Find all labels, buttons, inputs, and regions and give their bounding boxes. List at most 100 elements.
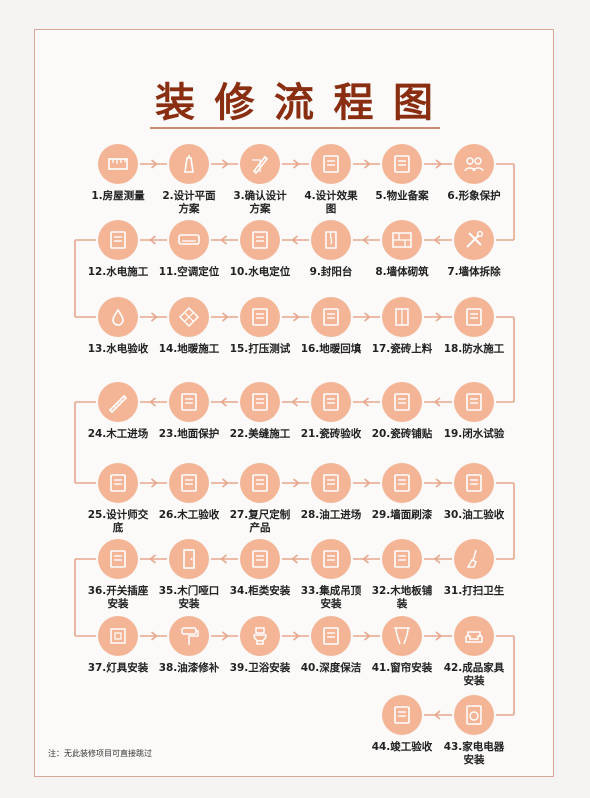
step-icon-circle bbox=[98, 220, 138, 260]
step-node: 15.打压测试 bbox=[218, 297, 302, 387]
step-label: 43.家电电器 安装 bbox=[443, 741, 505, 766]
step-icon-circle bbox=[98, 539, 138, 579]
connector-arrow bbox=[433, 554, 441, 564]
step-label: 30.油工验收 bbox=[443, 509, 505, 521]
connector-arrow bbox=[364, 631, 371, 641]
step-icon-circle bbox=[454, 616, 494, 656]
title-char: 流 bbox=[274, 79, 316, 126]
curtain-icon bbox=[394, 627, 410, 645]
step-node: 3.确认设计 方案 bbox=[218, 144, 302, 234]
footnote: 注：无此装修项目可直接跳过 bbox=[48, 749, 152, 758]
step-node: 36.开关插座 安装 bbox=[76, 539, 160, 629]
title-char: 装 bbox=[155, 79, 197, 126]
connector-arrow bbox=[293, 159, 300, 169]
cabinet-icon bbox=[252, 550, 268, 568]
step-node: 33.集成吊顶 安装 bbox=[289, 539, 373, 629]
step-icon-circle bbox=[454, 144, 494, 184]
connector-arrow bbox=[220, 554, 227, 564]
connector-arrow bbox=[362, 554, 369, 564]
step-label: 23.地面保护 bbox=[158, 428, 220, 440]
step-node: 23.地面保护 bbox=[147, 382, 231, 472]
step-node: 13.水电验收 bbox=[76, 297, 160, 387]
connector-arrow bbox=[433, 710, 441, 720]
step-label: 27.复尺定制 产品 bbox=[229, 509, 291, 534]
step-node: 24.木工进场 bbox=[76, 382, 160, 472]
step-icon-circle bbox=[311, 220, 351, 260]
step-icon-circle bbox=[454, 463, 494, 503]
page-title: 装 修 流 程 图 bbox=[155, 74, 435, 126]
saw-icon bbox=[108, 394, 128, 414]
tile-icon bbox=[395, 308, 409, 326]
step-label: 7.墙体拆除 bbox=[447, 266, 501, 278]
step-node: 11.空调定位 bbox=[147, 220, 231, 310]
window-icon bbox=[325, 231, 337, 249]
step-icon-circle bbox=[311, 539, 351, 579]
step-icon-circle bbox=[240, 297, 280, 337]
step-icon-circle bbox=[169, 463, 209, 503]
cleaning-icon bbox=[323, 627, 339, 645]
connector-arrow bbox=[362, 397, 369, 407]
step-label: 25.设计师交 底 bbox=[87, 509, 149, 534]
checklist-icon bbox=[181, 474, 197, 492]
step-label: 29.墙面刷漆 bbox=[371, 509, 433, 521]
step-icon-circle bbox=[311, 382, 351, 422]
step-label: 3.确认设计 方案 bbox=[233, 190, 287, 215]
step-label: 41.窗帘安装 bbox=[371, 662, 433, 674]
paint-check-icon bbox=[466, 474, 482, 492]
pressure-test-icon bbox=[252, 308, 268, 326]
step-label: 13.水电验收 bbox=[87, 343, 149, 355]
step-label: 17.瓷砖上料 bbox=[371, 343, 433, 355]
air-conditioner-icon bbox=[178, 234, 200, 245]
step-icon-circle bbox=[382, 463, 422, 503]
toilet-icon bbox=[253, 627, 267, 645]
step-node: 4.设计效果 图 bbox=[289, 144, 373, 234]
step-label: 22.美缝施工 bbox=[229, 428, 291, 440]
connector-arrow bbox=[435, 312, 443, 322]
step-label: 37.灯具安装 bbox=[87, 662, 149, 674]
step-label: 40.深度保洁 bbox=[300, 662, 362, 674]
step-icon-circle bbox=[311, 297, 351, 337]
tools-icon bbox=[466, 230, 484, 248]
connector-arrow bbox=[291, 235, 298, 245]
step-node: 28.油工进场 bbox=[289, 463, 373, 553]
step-label: 15.打压测试 bbox=[229, 343, 291, 355]
step-label: 31.打扫卫生 bbox=[443, 585, 505, 597]
step-node: 17.瓷砖上料 bbox=[360, 297, 444, 387]
title-char: 图 bbox=[393, 79, 435, 126]
step-label: 5.物业备案 bbox=[375, 190, 429, 202]
connector-arrow bbox=[151, 159, 158, 169]
step-node: 29.墙面刷漆 bbox=[360, 463, 444, 553]
step-node: 34.柜类安装 bbox=[218, 539, 302, 629]
step-icon-circle bbox=[454, 297, 494, 337]
title-underline bbox=[150, 127, 440, 129]
step-icon-circle bbox=[240, 539, 280, 579]
step-icon-circle bbox=[382, 144, 422, 184]
connector-arrow bbox=[433, 235, 441, 245]
step-node: 20.瓷砖铺贴 bbox=[360, 382, 444, 472]
step-icon-circle bbox=[240, 220, 280, 260]
step-node: 44.竣工验收 bbox=[360, 695, 444, 785]
connector-arrow bbox=[433, 397, 441, 407]
ruler-icon bbox=[108, 158, 128, 170]
step-icon-circle bbox=[382, 297, 422, 337]
step-label: 34.柜类安装 bbox=[229, 585, 291, 597]
design-board-icon bbox=[110, 474, 126, 492]
step-node: 38.油漆修补 bbox=[147, 616, 231, 706]
step-icon-circle bbox=[98, 382, 138, 422]
step-node: 32.木地板铺 装 bbox=[360, 539, 444, 629]
tile-check-icon bbox=[323, 393, 339, 411]
wood-floor-icon bbox=[394, 550, 410, 568]
lamp-icon bbox=[110, 628, 126, 644]
step-node: 27.复尺定制 产品 bbox=[218, 463, 302, 553]
step-label: 36.开关插座 安装 bbox=[87, 585, 149, 610]
connector-arrow bbox=[222, 159, 229, 169]
step-label: 42.成品家具 安装 bbox=[443, 662, 505, 687]
step-node: 39.卫浴安装 bbox=[218, 616, 302, 706]
step-label: 11.空调定位 bbox=[158, 266, 220, 278]
step-node: 9.封阳台 bbox=[289, 220, 373, 310]
step-icon-circle bbox=[454, 539, 494, 579]
tape-measure-icon bbox=[252, 474, 268, 492]
people-icon bbox=[464, 157, 484, 172]
